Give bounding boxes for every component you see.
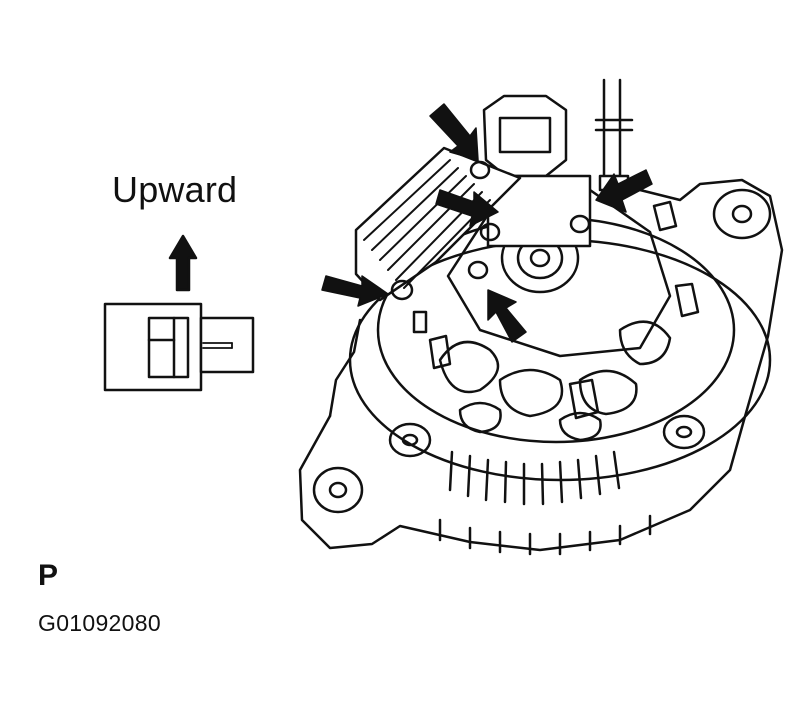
upward-label: Upward [112, 169, 238, 210]
connector-icon [103, 302, 255, 392]
callout-arrow-icon [321, 103, 653, 343]
figure-code: G01092080 [38, 610, 161, 636]
upward-arrow-icon [168, 234, 198, 292]
section-marker: P [38, 559, 59, 592]
alternator-drawing [298, 78, 784, 556]
